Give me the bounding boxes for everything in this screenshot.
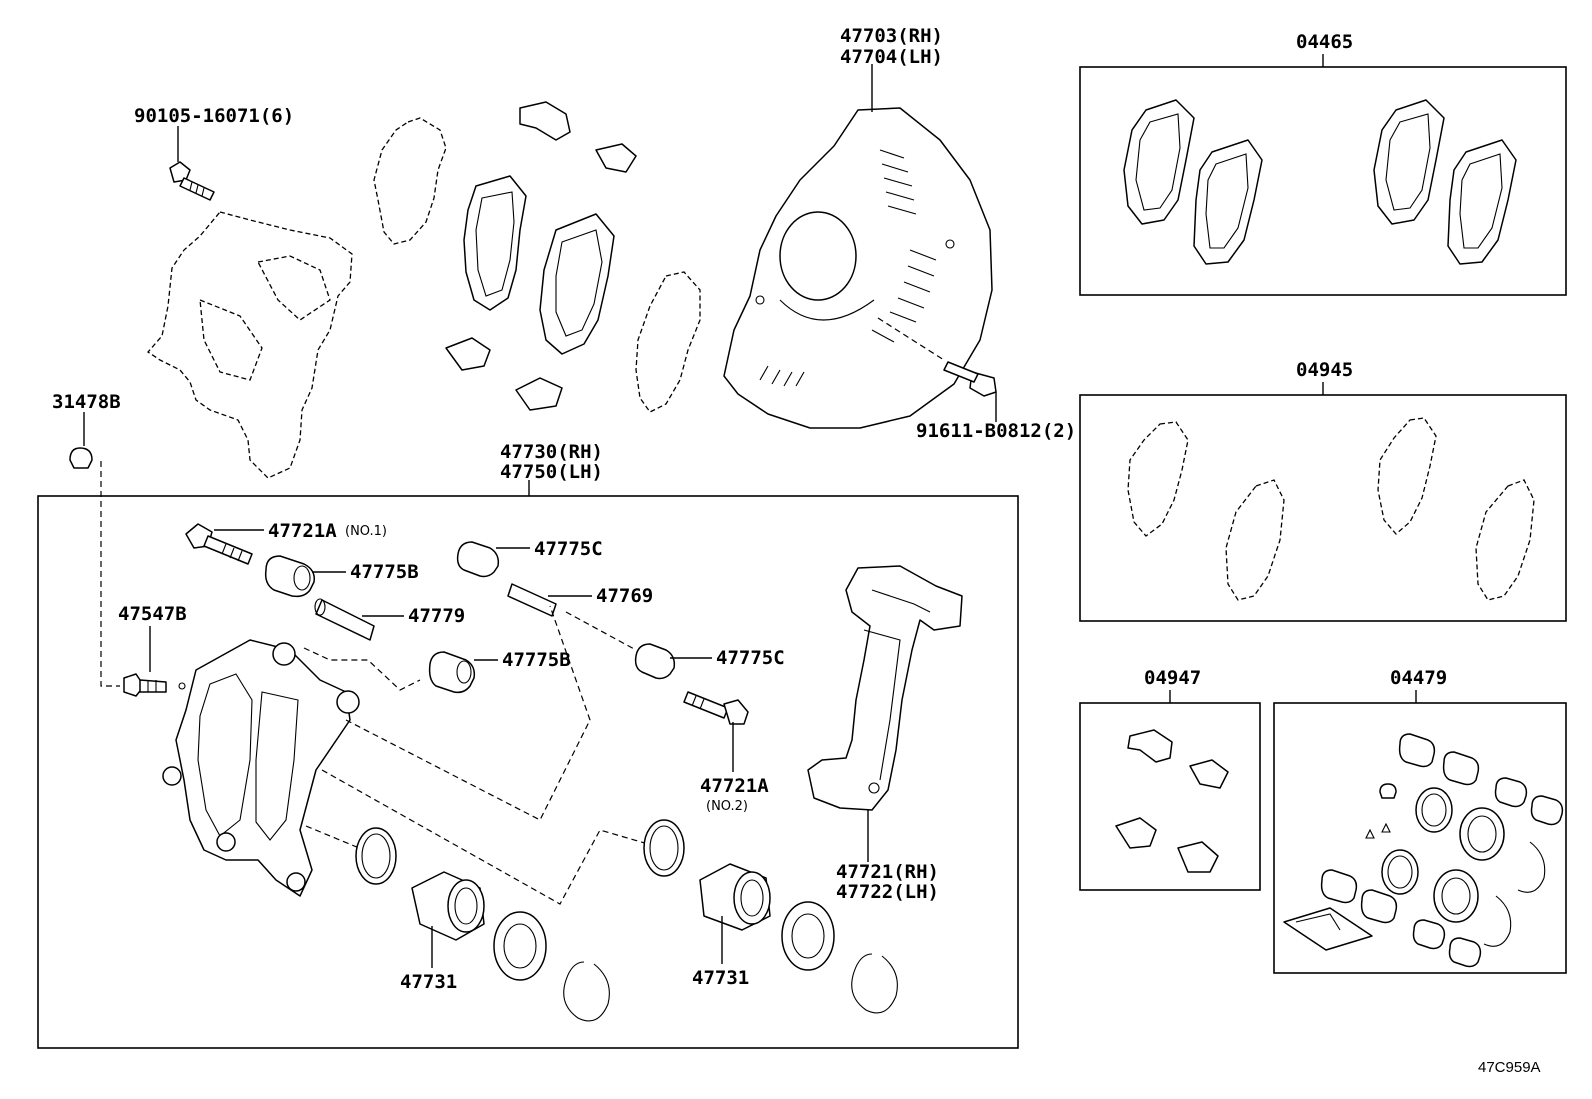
piston-seal-icon [643,819,685,877]
pad-support-plate-icon [445,101,637,411]
slide-bushing-boot-icon [456,541,500,578]
slide-pin-icon [314,598,375,641]
brake-pad-inner-icon [539,213,615,355]
part-label-47775c-1: 47775C [534,538,603,560]
pin-bolt-icon [683,691,749,725]
part-note-no1: (NO.1) [345,524,387,539]
part-note-no2: (NO.2) [706,799,748,814]
part-label-47721a-no1: 47721A [268,520,337,542]
clip-kit-icon [1115,729,1229,873]
cylinder-boot-icon [781,901,835,971]
bleeder-cap-icon [69,447,93,469]
set-ring-icon [851,953,898,1014]
part-label-47769: 47769 [596,585,653,607]
kit-box-04945 [1079,394,1567,622]
part-label-47730-rh: 47730(RH) [500,441,603,463]
part-label-47704-lh: 47704(LH) [840,46,943,68]
part-label-47731-2: 47731 [692,967,749,989]
caliper-mounting-bracket-icon [807,565,963,811]
part-label-47775b-1: 47775B [350,561,419,583]
cylinder-boot-icon [493,911,547,981]
kit-box-04947 [1079,702,1261,891]
part-label-31478b: 31478B [52,391,121,413]
kit-label-04479: 04479 [1390,667,1447,689]
slide-bushing-boot-icon [264,555,316,598]
cylinder-piston-icon [699,863,771,931]
part-label-47721a-no2: 47721A [700,775,769,797]
kit-label-04945: 04945 [1296,359,1353,381]
caliper-assembly-box [37,495,1019,1049]
disc-brake-dust-cover-icon [723,107,993,429]
part-label-47731-1: 47731 [400,971,457,993]
bolt-icon [943,361,997,397]
shim-kit-icon [1127,417,1535,601]
seal-kit-icon [1283,733,1564,968]
slide-bushing-boot-icon [634,643,676,680]
part-label-47703-rh: 47703(RH) [840,25,943,47]
kit-label-04947: 04947 [1144,667,1201,689]
part-label-47775c-2: 47775C [716,647,785,669]
anti-squeal-shim-outer [373,117,447,245]
diagram-reference-code: 47C959A [1478,1059,1541,1076]
part-label-47779: 47779 [408,605,465,627]
part-label-91611-b0812: 91611-B0812(2) [916,420,1076,442]
anti-squeal-shim-inner [635,271,701,413]
pin-bolt-icon [185,523,253,565]
bolt-icon [169,161,215,201]
part-label-47750-lh: 47750(LH) [500,461,603,483]
part-label-47721-rh: 47721(RH) [836,861,939,883]
set-ring-icon [563,961,610,1022]
kit-box-04479 [1273,702,1567,974]
part-label-47547b: 47547B [118,603,187,625]
pad-kit-icon [1123,99,1517,265]
brake-pad-outer-icon [463,175,527,311]
slide-bushing-boot-icon [428,651,476,694]
slide-pin-icon [507,583,557,617]
bleeder-plug-icon [123,673,167,697]
cylinder-piston-icon [411,871,485,941]
part-label-90105-16071: 90105-16071(6) [134,105,294,127]
part-label-47775b-2: 47775B [502,649,571,671]
kit-label-04465: 04465 [1296,31,1353,53]
piston-seal-icon [355,827,397,885]
disc-brake-cylinder-icon [162,639,360,897]
part-label-47722-lh: 47722(LH) [836,881,939,903]
steering-knuckle-outline [147,211,353,479]
